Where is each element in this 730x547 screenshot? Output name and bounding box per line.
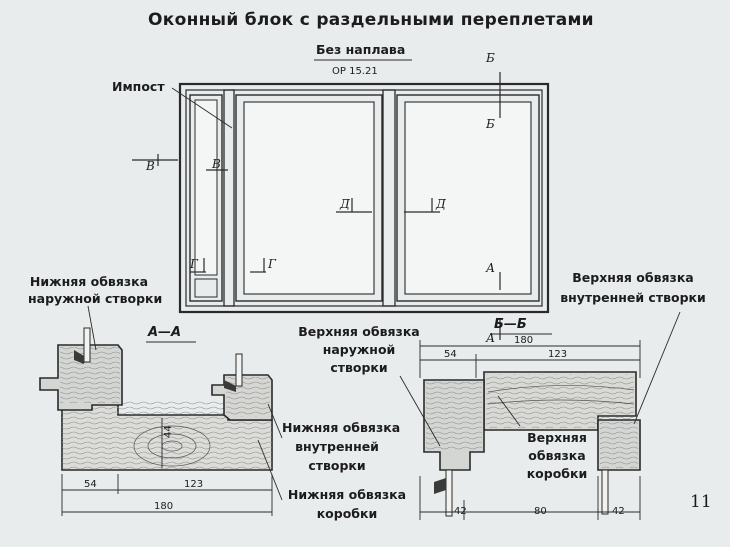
- cut-mark-a-bottom: А: [486, 331, 496, 345]
- aa-leaders: [87, 305, 283, 501]
- frame-outer: [178, 82, 550, 314]
- aa-dimension-lines: [61, 418, 273, 516]
- label-frame-top-line2: обвязка: [528, 448, 586, 463]
- aa-glass-inner: [235, 353, 243, 387]
- section-bb-title: Б—Б: [494, 317, 527, 332]
- label-frame-top-line3: коробки: [526, 466, 588, 481]
- cut-mark-g-right: Г: [268, 257, 276, 271]
- cut-mark-v-right: В: [212, 157, 221, 171]
- label-outer-sash-bottom-line1: Нижняя обвязка: [29, 274, 149, 289]
- cut-mark-d-left: Д: [340, 197, 350, 211]
- label-inner-sash-top-line2: внутренней створки: [560, 290, 706, 305]
- section-aa-drawing: [39, 305, 283, 516]
- label-inner-sash-bottom-line2: внутренней: [295, 439, 379, 454]
- dim-aa-54: 54: [84, 479, 97, 490]
- label-frame-top-line1: Верхняя: [527, 430, 587, 445]
- label-outer-sash-top-line1: Верхняя обвязка: [298, 324, 420, 339]
- dim-bb-42b: 42: [612, 506, 625, 517]
- label-inner-sash-bottom-line3: створки: [308, 458, 366, 473]
- window-mark: ОР 15.21: [332, 66, 378, 77]
- frame-inner: [185, 89, 543, 307]
- right-sash: [396, 94, 540, 302]
- dim-bb-54: 54: [444, 349, 457, 360]
- dim-aa-180: 180: [154, 501, 174, 512]
- section-bb-drawing: [399, 311, 681, 520]
- impost: [223, 89, 235, 307]
- dim-aa-123: 123: [184, 479, 204, 490]
- cut-lines: [132, 72, 501, 340]
- label-inner-sash-top-line1: Верхняя обвязка: [572, 270, 694, 285]
- label-outer-sash-bottom-line2: наружной створки: [28, 291, 163, 306]
- section-aa-title: А—А: [148, 325, 182, 340]
- right-sash-glass: [404, 101, 532, 295]
- dim-bb-123: 123: [548, 349, 568, 360]
- narrow-sash-lower-pane: [194, 278, 218, 298]
- label-frame-bottom-line2: коробки: [316, 506, 378, 521]
- cut-mark-b-top: Б: [486, 51, 495, 65]
- dim-bb-42a: 42: [454, 506, 467, 517]
- cut-mark-v-left: В: [146, 159, 155, 173]
- dim-bb-80: 80: [534, 506, 547, 517]
- slide-title: Оконный блок с раздельными переплетами: [148, 10, 594, 30]
- cut-mark-b-bottom: Б: [486, 117, 495, 131]
- impost-label: Импост: [112, 79, 165, 94]
- cut-mark-d-right: Д: [436, 197, 446, 211]
- label-outer-sash-top-line3: створки: [330, 360, 388, 375]
- cut-mark-g-left: Г: [190, 257, 198, 271]
- narrow-sash-glass: [194, 99, 218, 276]
- mullion: [382, 89, 396, 307]
- front-view-caption: Без наплава: [316, 42, 406, 57]
- bb-dimension-lines: [419, 340, 641, 520]
- page-number: 11: [690, 492, 712, 512]
- bb-glass-outer: [445, 469, 453, 517]
- middle-sash: [235, 94, 383, 302]
- dim-bb-180: 180: [514, 335, 534, 346]
- bb-glass-inner: [601, 469, 609, 515]
- label-frame-bottom-line1: Нижняя обвязка: [287, 487, 407, 502]
- label-outer-sash-top-line2: наружной: [322, 342, 396, 357]
- narrow-sash: [189, 94, 223, 302]
- label-inner-sash-bottom-line1: Нижняя обвязка: [282, 420, 401, 435]
- aa-glass-outer: [83, 327, 91, 363]
- window-front-view: [132, 59, 550, 340]
- cut-mark-a-top: А: [486, 261, 496, 275]
- bb-leaders: [399, 311, 681, 447]
- impost-leader: [171, 87, 233, 129]
- dim-aa-44: 44: [163, 425, 174, 438]
